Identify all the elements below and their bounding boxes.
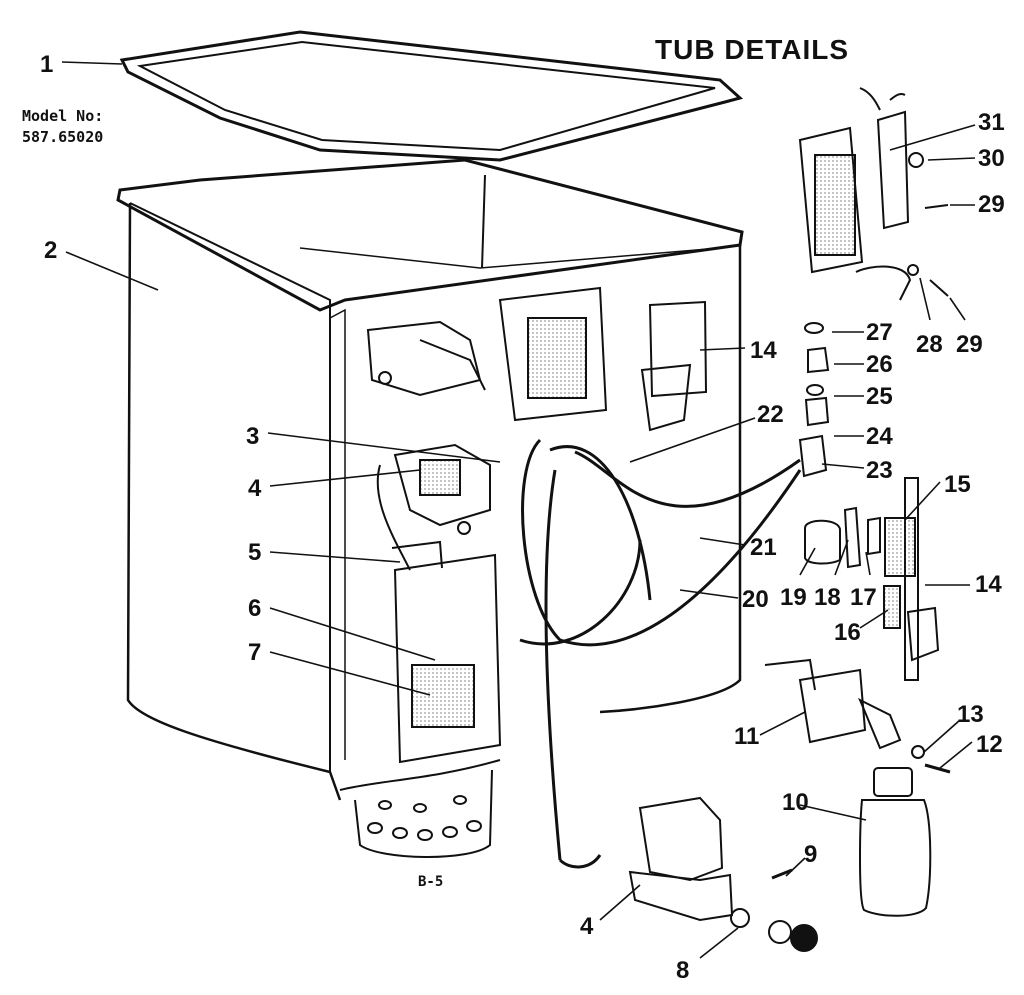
callout-29-upper: 29 — [978, 191, 1005, 218]
model-info: Model No: 587.65020 — [22, 106, 103, 148]
callout-19: 19 — [780, 584, 807, 611]
callout-labels: 1 2 3 4 5 6 7 14 22 21 20 19 18 17 16 15… — [40, 51, 1005, 984]
callout-9: 9 — [804, 841, 817, 868]
callout-8: 8 — [676, 957, 689, 984]
bottle — [859, 767, 932, 917]
callout-29-lower: 29 — [956, 331, 983, 358]
callout-4-lower: 4 — [580, 913, 594, 940]
switch-assembly — [764, 658, 951, 774]
callout-25: 25 — [866, 383, 893, 410]
callout-16: 16 — [834, 619, 861, 646]
callout-5: 5 — [248, 539, 261, 566]
hose-assembly — [519, 438, 802, 869]
callout-27: 27 — [866, 319, 893, 346]
callout-10: 10 — [782, 789, 809, 816]
model-label: Model No: — [22, 107, 104, 125]
model-number: 587.65020 — [22, 128, 104, 146]
callout-11: 11 — [734, 723, 759, 750]
callout-14-lower: 14 — [975, 571, 1002, 598]
callout-7: 7 — [248, 639, 261, 666]
callout-2: 2 — [44, 237, 57, 264]
callout-21: 21 — [750, 534, 777, 561]
callout-20: 20 — [742, 586, 769, 613]
callout-30: 30 — [978, 145, 1005, 172]
tub-base-drum — [354, 769, 493, 858]
tub-lid — [119, 30, 744, 162]
leader-lines — [61, 61, 976, 959]
upper-bracket-assembly — [366, 286, 708, 432]
callout-13: 13 — [957, 701, 984, 728]
callout-14-upper: 14 — [750, 337, 777, 364]
upper-right-parts — [798, 87, 949, 478]
callout-6: 6 — [248, 595, 261, 622]
callout-1: 1 — [40, 51, 53, 78]
callout-4-upper: 4 — [248, 475, 262, 502]
lower-terminal-box — [391, 540, 502, 764]
callout-22: 22 — [757, 401, 784, 428]
tub-body — [116, 158, 744, 801]
callout-28: 28 — [916, 331, 943, 358]
callout-24: 24 — [866, 423, 893, 450]
callout-12: 12 — [976, 731, 1003, 758]
fill-switch-assembly — [804, 477, 940, 681]
page-code: B-5 — [418, 874, 444, 890]
callout-15: 15 — [944, 471, 971, 498]
callout-31: 31 — [978, 109, 1005, 136]
valve-assembly-lower — [628, 796, 818, 952]
callout-17: 17 — [850, 584, 877, 611]
callout-26: 26 — [866, 351, 893, 378]
valve-assembly-upper — [376, 443, 491, 571]
callout-3: 3 — [246, 423, 259, 450]
callout-18: 18 — [814, 584, 841, 611]
callout-23: 23 — [866, 457, 893, 484]
diagram-title: TUB DETAILS — [655, 34, 850, 65]
